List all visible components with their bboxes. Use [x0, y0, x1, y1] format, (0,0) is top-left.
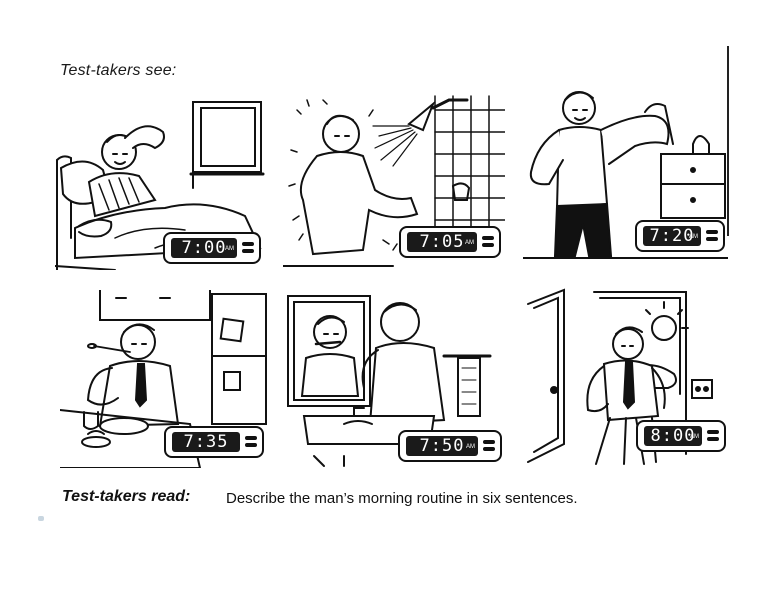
alarm-clock: 7:35 [164, 426, 264, 458]
heading-test-takers-see: Test-takers see: [60, 62, 177, 79]
alarm-clock: 7:00 AM [163, 232, 261, 264]
clock-meridiem: AM [465, 240, 474, 246]
panel-leaving-home: 8:00 AM [524, 284, 730, 466]
breakfast-illustration [60, 290, 267, 468]
panel-waking-up: 7:00 AM [55, 98, 265, 270]
dressing-illustration [523, 91, 728, 259]
clock-time: 7:50 [419, 436, 465, 456]
clock-time: 8:00 [650, 426, 696, 446]
clock-meridiem: AM [466, 444, 475, 450]
instruction-text: Describe the man’s morning routine in si… [226, 490, 578, 507]
panel-eating-breakfast: 7:35 [60, 290, 268, 468]
panel-showering: 7:05 AM [283, 90, 505, 268]
clock-time: 7:00 [181, 238, 227, 258]
clock-time: 7:35 [183, 432, 229, 452]
alarm-clock: 7:05 AM [399, 226, 501, 258]
clock-buttons [242, 242, 254, 256]
clock-buttons [482, 236, 494, 250]
panel-brushing-teeth: 7:50 AM [284, 288, 506, 468]
clock-display: 7:35 [172, 432, 240, 452]
clock-buttons [706, 230, 718, 244]
clock-meridiem: AM [690, 434, 699, 440]
clock-display: 7:05 AM [407, 232, 477, 252]
alarm-clock: 8:00 AM [636, 420, 726, 452]
page-edge-line [727, 46, 729, 236]
clock-display: 7:00 AM [171, 238, 237, 258]
clock-buttons [483, 440, 495, 454]
scan-speck [38, 516, 44, 521]
clock-time: 7:20 [649, 226, 695, 246]
clock-display: 8:00 AM [644, 426, 702, 446]
panel-getting-dressed: 7:20 AM [523, 84, 728, 260]
clock-display: 7:20 AM [643, 226, 701, 246]
alarm-clock: 7:50 AM [398, 430, 502, 462]
clock-display: 7:50 AM [406, 436, 478, 456]
clock-buttons [245, 436, 257, 450]
shower-illustration [283, 95, 505, 267]
clock-time: 7:05 [419, 232, 465, 252]
clock-meridiem: AM [689, 234, 698, 240]
clock-meridiem: AM [225, 246, 234, 252]
read-label: Test-takers read: [62, 488, 191, 505]
alarm-clock: 7:20 AM [635, 220, 725, 252]
clock-buttons [707, 430, 719, 444]
doorway-illustration [527, 288, 713, 465]
